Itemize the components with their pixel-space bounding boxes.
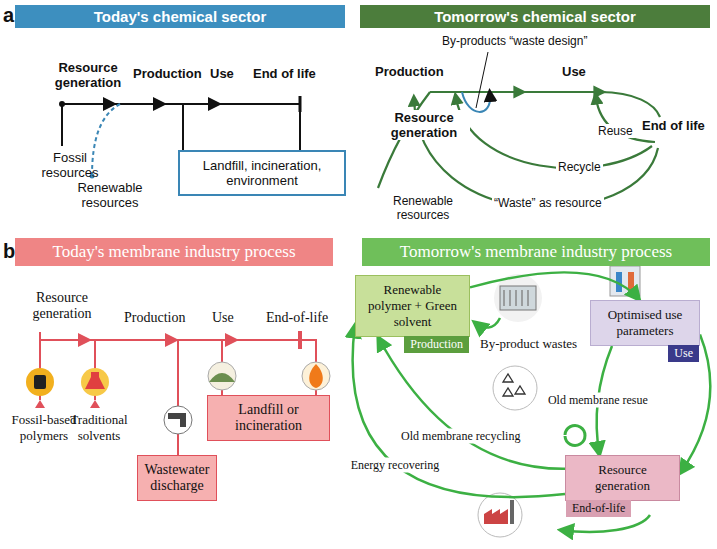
box-text: Tomorrow's membrane industry process: [400, 242, 672, 262]
stage-label: Fossil resources: [38, 150, 102, 180]
stage-tag: End-of-life: [566, 500, 631, 517]
stage-label: Renewable resources: [68, 180, 152, 210]
process-box: Renewable polymer + Green solventProduct…: [355, 275, 470, 337]
stage-label: Use: [210, 66, 234, 81]
box-text: Optimised use parameters: [596, 307, 694, 339]
stage-label: End-of-life: [266, 310, 328, 326]
header-band: Tomorrow's chemical sector: [360, 5, 710, 28]
cycle-arrow: [378, 337, 565, 469]
stage-label: “Waste” as resource: [492, 196, 604, 210]
stage-label: Production: [133, 66, 202, 81]
outer-exit-arrow: [560, 515, 650, 532]
stage-label: Use: [212, 310, 234, 326]
stage-label: Renewable resources: [378, 194, 468, 222]
byproduct-loop: [462, 92, 490, 112]
factory-icon: [478, 493, 522, 537]
stage-label: Use: [560, 64, 588, 79]
panel-letter: a: [3, 4, 14, 27]
byproduct-leader: [476, 52, 488, 108]
box-text: Wastewater discharge: [143, 462, 211, 494]
panel-letter: b: [3, 240, 15, 263]
box-text: Today's chemical sector: [94, 8, 267, 25]
recycle-icon: [493, 366, 537, 410]
header-band: Tomorrow's membrane industry process: [362, 238, 710, 266]
box-text: Today's membrane industry process: [52, 242, 295, 262]
byproduct-arrow: [474, 318, 500, 328]
header-band: Today's membrane industry process: [15, 238, 333, 266]
stage-tag: Production: [404, 336, 469, 353]
cycle-arrow: [470, 272, 640, 300]
timeline-a: [60, 96, 300, 150]
stage-label: End of life: [253, 66, 316, 81]
stage-tag: Use: [668, 345, 699, 362]
stage-label: Production: [124, 310, 185, 326]
stage-label: Resource generation: [378, 110, 470, 140]
process-box: Landfill or incineration: [207, 395, 330, 441]
stage-label: Resource generation: [47, 60, 129, 90]
stage-label: By-product wastes: [480, 336, 577, 352]
arrow-label: Old membrane recycling: [399, 429, 522, 444]
box-text: Tomorrow's chemical sector: [434, 8, 636, 25]
process-box: Landfill, incineration, environment: [178, 150, 346, 196]
stage-label: By-products “waste design”: [440, 34, 589, 48]
stage-label: Recycle: [556, 160, 603, 174]
process-box: Wastewater discharge: [137, 455, 217, 501]
arrow-label: Old membrane resue: [546, 393, 650, 408]
header-band: Today's chemical sector: [15, 5, 345, 28]
cycle-a: [378, 92, 660, 208]
recycle-symbol: [565, 426, 585, 446]
stage-label: Resource generation: [22, 290, 102, 322]
process-box: Optimised use parametersUse: [590, 300, 700, 346]
faucet-icon: [164, 406, 192, 434]
box-text: Landfill, incineration, environment: [185, 158, 339, 188]
landfill-icon: [208, 362, 236, 390]
fire-icon: [302, 362, 330, 390]
stage-label: Reuse: [596, 124, 635, 138]
process-box: Resource generationEnd-of-life: [565, 455, 680, 501]
fossil-icon: [26, 368, 54, 408]
stage-label: End of life: [640, 118, 707, 133]
box-text: Landfill or incineration: [213, 402, 324, 434]
box-text: Resource generation: [571, 462, 674, 494]
box-text: Renewable polymer + Green solvent: [361, 282, 464, 330]
stage-label: Traditional solvents: [64, 412, 134, 444]
solvent-icon: [81, 368, 109, 408]
stage-label: Production: [373, 64, 446, 79]
arrow-label: Energy recovering: [349, 457, 442, 472]
membrane-module-icon: [494, 274, 542, 322]
